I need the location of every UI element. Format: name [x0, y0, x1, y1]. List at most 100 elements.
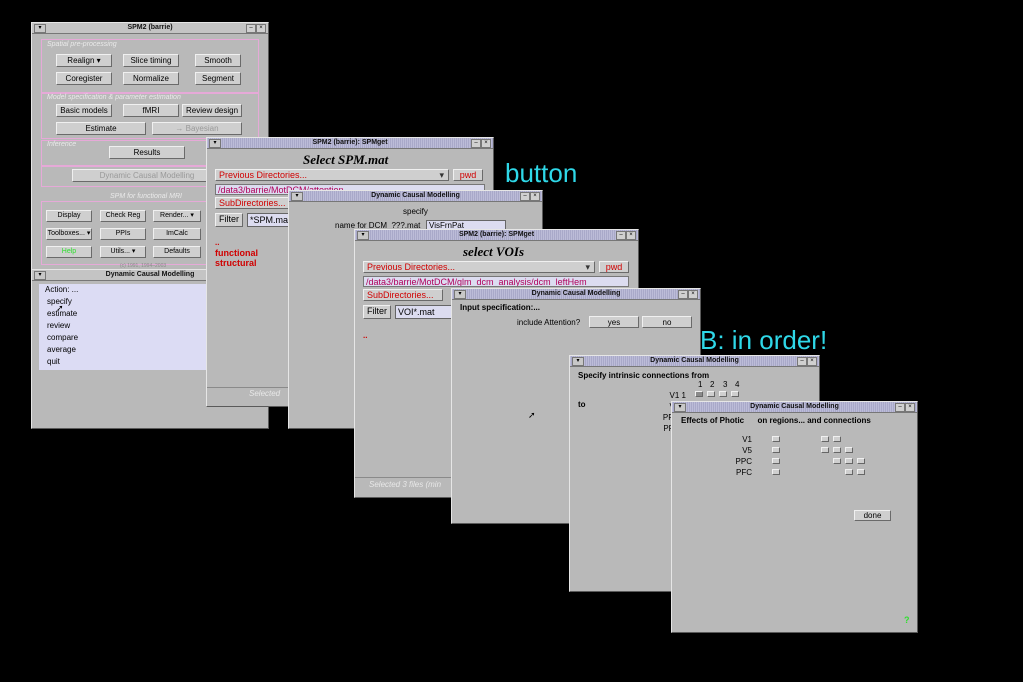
- smooth-button[interactable]: Smooth: [195, 54, 241, 67]
- minimize-icon[interactable]: –: [895, 403, 905, 412]
- defaults-button[interactable]: Defaults: [153, 246, 201, 258]
- previous-directories-select[interactable]: Previous Directories...▾: [215, 169, 449, 181]
- action-item-specify[interactable]: specify: [47, 297, 72, 306]
- action-item-compare[interactable]: compare: [47, 333, 79, 342]
- slice-timing-button[interactable]: Slice timing: [123, 54, 179, 67]
- connection-checkbox[interactable]: [731, 391, 739, 397]
- subdirectories-select[interactable]: SubDirectories...: [215, 197, 295, 209]
- window-menu-icon[interactable]: ▾: [291, 192, 303, 201]
- filter-button[interactable]: Filter: [215, 213, 243, 227]
- close-icon[interactable]: ×: [905, 403, 915, 412]
- connection-checkbox[interactable]: [857, 469, 865, 475]
- display-button[interactable]: Display: [46, 210, 92, 222]
- segment-button[interactable]: Segment: [195, 72, 241, 85]
- window-menu-icon[interactable]: ▾: [34, 271, 46, 280]
- connection-checkbox[interactable]: [707, 391, 715, 397]
- dcm-name-heading: specify: [403, 207, 428, 216]
- done-button[interactable]: done: [854, 510, 891, 521]
- fmri-button[interactable]: fMRI: [123, 104, 179, 117]
- connection-checkbox[interactable]: [833, 436, 841, 442]
- help-question-icon[interactable]: ?: [904, 615, 910, 625]
- window-menu-icon[interactable]: ▾: [357, 231, 369, 240]
- file-item-functional[interactable]: functional: [215, 248, 258, 258]
- connection-checkbox[interactable]: [695, 391, 703, 397]
- bayesian-button[interactable]: → Bayesian: [152, 122, 242, 135]
- previous-directories-select[interactable]: Previous Directories...▾: [363, 261, 595, 273]
- filter-button[interactable]: Filter: [363, 305, 391, 319]
- close-icon[interactable]: ×: [481, 139, 491, 148]
- region-checkbox[interactable]: [772, 436, 780, 442]
- no-button[interactable]: no: [642, 316, 692, 328]
- realign-button[interactable]: Realign ▾: [56, 54, 112, 67]
- connection-checkbox[interactable]: [821, 436, 829, 442]
- action-item-average[interactable]: average: [47, 345, 76, 354]
- coregister-button[interactable]: Coregister: [56, 72, 112, 85]
- file-item-structural[interactable]: structural: [215, 258, 257, 268]
- file-item-parent[interactable]: ..: [215, 238, 220, 247]
- close-icon[interactable]: ×: [807, 357, 817, 366]
- action-item-quit[interactable]: quit: [47, 357, 60, 366]
- close-icon[interactable]: ×: [256, 24, 266, 33]
- subdirectories-select[interactable]: SubDirectories...: [363, 289, 443, 301]
- yes-button[interactable]: yes: [589, 316, 639, 328]
- window-menu-icon[interactable]: ▾: [572, 357, 584, 366]
- pwd-button[interactable]: pwd: [453, 169, 483, 181]
- normalize-button[interactable]: Normalize: [123, 72, 179, 85]
- row-label-v1: V1 1: [669, 391, 686, 400]
- connection-checkbox[interactable]: [833, 458, 841, 464]
- connection-checkbox[interactable]: [719, 391, 727, 397]
- annotation-in-order-text: B: in order!: [700, 325, 828, 355]
- section-spatial-label: Spatial pre-processing: [47, 41, 117, 48]
- current-path-field[interactable]: /data3/barrie/MotDCM/glm_dcm_analysis/dc…: [363, 276, 629, 287]
- window-menu-icon[interactable]: ▾: [454, 290, 466, 299]
- filter-input[interactable]: *SPM.mat: [247, 213, 297, 227]
- results-button[interactable]: Results: [109, 146, 185, 159]
- minimize-icon[interactable]: –: [616, 231, 626, 240]
- check-reg-button[interactable]: Check Reg: [100, 210, 146, 222]
- review-design-button[interactable]: Review design: [182, 104, 242, 117]
- annotation-button-text: button: [505, 158, 578, 188]
- connection-checkbox[interactable]: [845, 469, 853, 475]
- dcm-name-label: name for DCM_???.mat: [335, 221, 421, 230]
- action-item-review[interactable]: review: [47, 321, 71, 330]
- connection-checkbox[interactable]: [821, 447, 829, 453]
- to-label: to: [578, 400, 586, 409]
- column-label-3: 3: [723, 380, 728, 389]
- estimate-button[interactable]: Estimate: [56, 122, 146, 135]
- window-menu-icon[interactable]: ▾: [209, 139, 221, 148]
- minimize-icon[interactable]: –: [471, 139, 481, 148]
- region-checkbox[interactable]: [772, 458, 780, 464]
- filter-input[interactable]: VOI*.mat: [395, 305, 453, 319]
- render-button[interactable]: Render... ▾: [153, 210, 201, 222]
- connection-checkbox[interactable]: [845, 447, 853, 453]
- imcalc-button[interactable]: ImCalc: [153, 228, 201, 240]
- connection-checkbox[interactable]: [833, 447, 841, 453]
- utils-button[interactable]: Utils... ▾: [100, 246, 146, 258]
- help-button[interactable]: Help: [46, 246, 92, 258]
- include-attention-question: include Attention?: [517, 318, 581, 327]
- connection-checkbox[interactable]: [857, 458, 865, 464]
- connection-checkbox[interactable]: [845, 458, 853, 464]
- pwd-button[interactable]: pwd: [599, 261, 629, 273]
- action-item-estimate[interactable]: estimate: [47, 309, 78, 318]
- minimize-icon[interactable]: –: [797, 357, 807, 366]
- minimize-icon[interactable]: –: [678, 290, 688, 299]
- region-checkbox[interactable]: [772, 469, 780, 475]
- effects-heading: Effects of Photic on regions... and conn…: [681, 416, 871, 425]
- close-icon[interactable]: ×: [626, 231, 636, 240]
- close-icon[interactable]: ×: [688, 290, 698, 299]
- window-title: Dynamic Causal Modelling: [371, 192, 460, 199]
- file-item-parent[interactable]: ..: [363, 331, 368, 340]
- toolboxes-button[interactable]: Toolboxes... ▾: [46, 228, 92, 240]
- close-icon[interactable]: ×: [530, 192, 540, 201]
- dcm-button[interactable]: Dynamic Causal Modelling: [72, 169, 222, 182]
- window-menu-icon[interactable]: ▾: [674, 403, 686, 412]
- ppis-button[interactable]: PPIs: [100, 228, 146, 240]
- minimize-icon[interactable]: –: [246, 24, 256, 33]
- window-menu-icon[interactable]: ▾: [34, 24, 46, 33]
- effects-row-ppc: PPC: [735, 457, 752, 466]
- spmget-voi-heading: select VOIs: [463, 244, 525, 259]
- basic-models-button[interactable]: Basic models: [56, 104, 112, 117]
- region-checkbox[interactable]: [772, 447, 780, 453]
- minimize-icon[interactable]: –: [520, 192, 530, 201]
